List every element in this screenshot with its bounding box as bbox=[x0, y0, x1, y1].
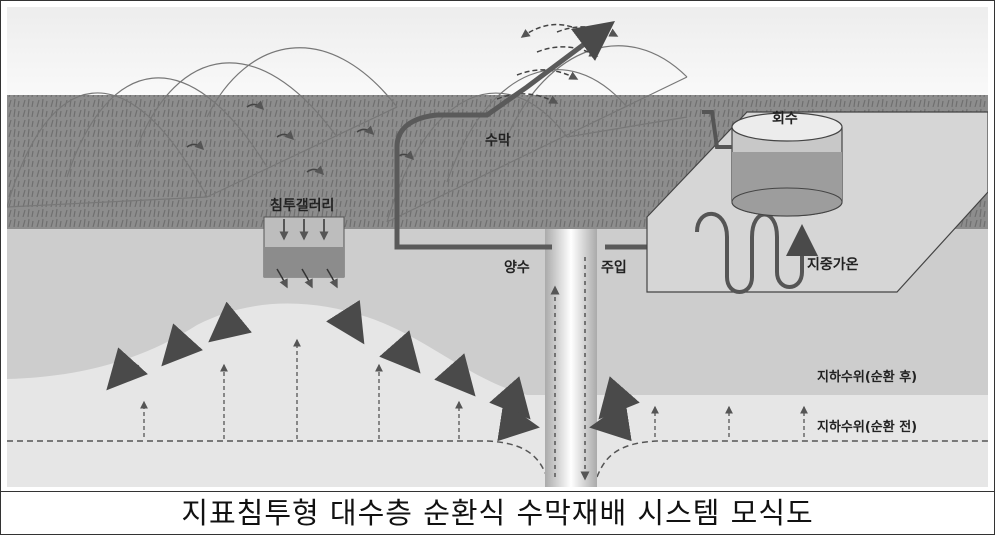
figure-caption: 지표침투형 대수층 순환식 수막재배 시스템 모식도 bbox=[181, 496, 814, 530]
label-water-curtain: 수막 bbox=[485, 132, 511, 149]
label-gw-level-before: 지하수위(순환 전) bbox=[817, 419, 917, 435]
water-table-before-line bbox=[7, 440, 988, 478]
greenhouse-right bbox=[386, 45, 688, 223]
label-infiltration-gallery: 침투갤러리 bbox=[270, 198, 334, 214]
caption-divider bbox=[1, 491, 994, 492]
well-pipe bbox=[545, 229, 597, 487]
label-injection: 주입 bbox=[601, 260, 627, 276]
label-pumping: 양수 bbox=[504, 260, 530, 276]
diagram: 수막 회수 침투갤러리 양수 주입 지중가온 지하수위(순환 후) 지하수위(순… bbox=[7, 7, 988, 487]
label-recovery: 회수 bbox=[772, 111, 798, 127]
infiltration-gallery-box bbox=[263, 216, 345, 289]
pumping-pipe bbox=[394, 21, 615, 250]
sky bbox=[7, 7, 988, 102]
recovery-tank bbox=[731, 112, 843, 217]
label-gw-level-after: 지하수위(순환 후) bbox=[817, 369, 917, 385]
greenhouse-left bbox=[7, 47, 398, 208]
heating-coil bbox=[695, 211, 818, 294]
label-ground-heating: 지중가온 bbox=[807, 257, 859, 273]
